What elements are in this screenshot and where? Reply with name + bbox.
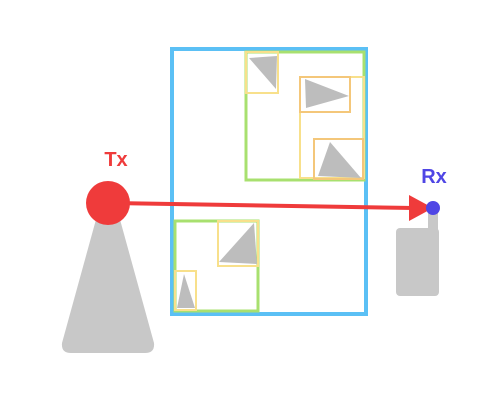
tx-tower-icon xyxy=(61,205,155,353)
rx-device-icon xyxy=(396,228,439,296)
link-line xyxy=(107,201,415,210)
link-arrowhead-icon xyxy=(409,195,433,221)
obstacle-triangle-icon xyxy=(318,142,361,178)
obstacle-triangle-icon xyxy=(249,56,277,89)
lower-group-subbox-a xyxy=(217,220,259,267)
obstacle-triangle-icon xyxy=(219,223,257,264)
lower-group-subbox-b xyxy=(174,270,197,311)
rx-label: Rx xyxy=(421,166,447,188)
rx-node-icon xyxy=(426,201,440,215)
tx-node-icon xyxy=(86,181,130,225)
upper-group-subbox-d xyxy=(313,138,364,180)
tx-label: Tx xyxy=(104,149,127,171)
upper-group-subbox-c xyxy=(299,76,351,113)
outer-boundary-box xyxy=(170,47,368,316)
obstacle-triangle-icon xyxy=(177,274,195,308)
upper-group-subbox-a xyxy=(245,51,279,94)
obstacle-triangle-icon xyxy=(305,79,349,108)
rx-antenna-icon xyxy=(428,210,438,230)
